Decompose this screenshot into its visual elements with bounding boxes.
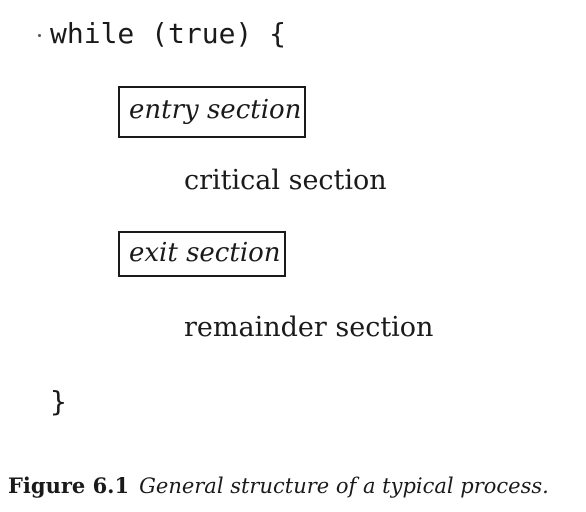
figure-caption: Figure 6.1 General structure of a typical… (8, 472, 549, 500)
while-loop-header: while (true) { (50, 17, 287, 50)
remainder-section-label: remainder section (184, 312, 434, 343)
exit-section-label: exit section (129, 238, 281, 268)
stray-dot (38, 34, 41, 37)
caption-label: Figure 6.1 (8, 473, 130, 498)
closing-brace: } (50, 385, 67, 418)
entry-section-box: entry section (118, 86, 306, 138)
critical-section-label: critical section (184, 165, 387, 196)
exit-section-box: exit section (118, 231, 286, 277)
entry-section-label: entry section (129, 95, 302, 125)
caption-text: General structure of a typical process. (139, 474, 549, 498)
